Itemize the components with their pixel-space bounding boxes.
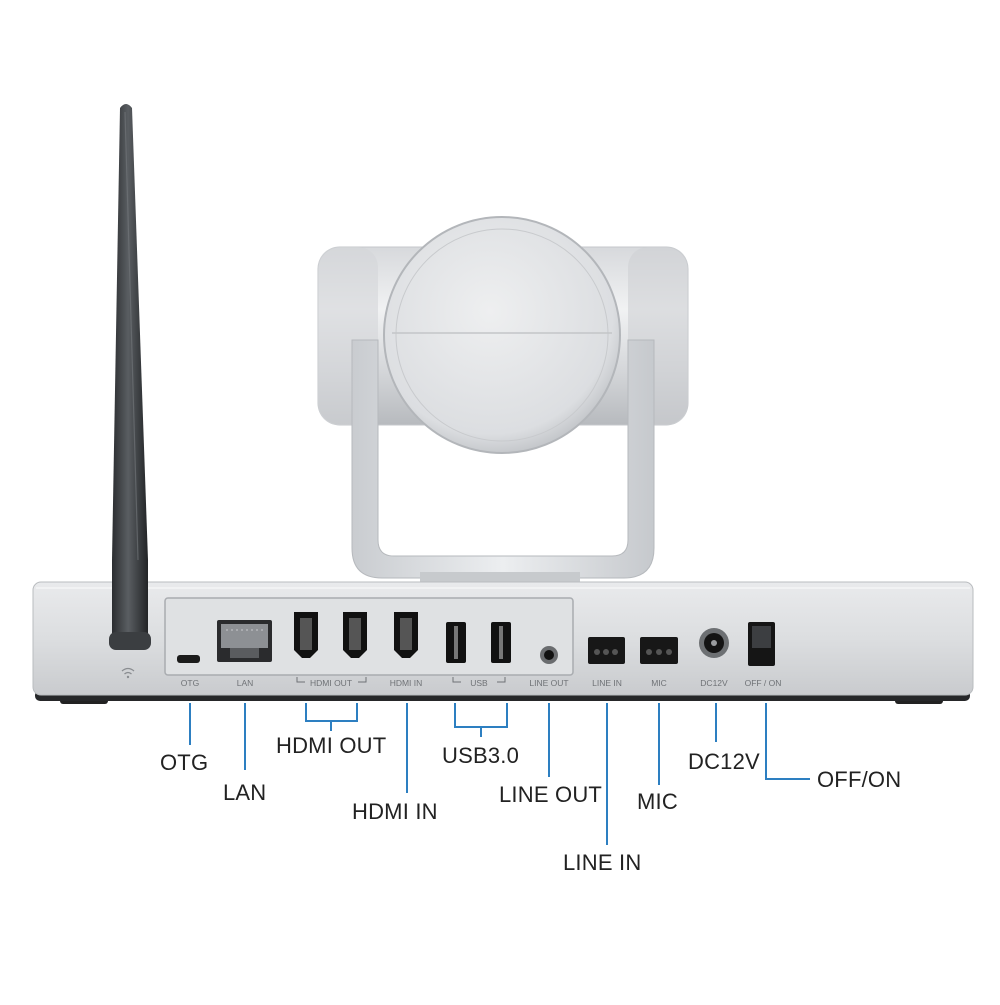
power-switch: [748, 622, 775, 666]
hdmi-out-port-2: [343, 612, 367, 658]
panel-label-off-on: OFF / ON: [745, 678, 782, 688]
panel-label-otg: OTG: [181, 678, 199, 688]
panel-label-hdmi-out: HDMI OUT: [310, 678, 352, 688]
panel-label-mic: MIC: [651, 678, 667, 688]
callout-line-out: LINE OUT: [499, 782, 603, 807]
base-unit: [32, 581, 974, 704]
hdmi-in-port: [394, 612, 418, 658]
panel-label-dc12v: DC12V: [700, 678, 728, 688]
panel-brackets: [296, 677, 506, 683]
panel-silkscreen: OTG LAN HDMI OUT HDMI IN USB LINE OUT LI…: [181, 678, 782, 688]
line-out-jack: [540, 646, 558, 664]
callout-line-in: LINE IN: [563, 850, 642, 875]
usb-port-2: [491, 622, 511, 663]
leader-line-off-on: [765, 703, 810, 780]
line-in-terminal: [588, 637, 625, 664]
callout-hdmi-in: HDMI IN: [352, 799, 438, 824]
callout-lan: LAN: [223, 780, 267, 805]
otg-port: [177, 655, 200, 663]
callout-usb3: USB3.0: [442, 743, 520, 768]
leader-lines: [189, 703, 810, 845]
antenna: [109, 104, 151, 650]
panel-label-lan: LAN: [237, 678, 254, 688]
hdmi-out-port-1: [294, 612, 318, 658]
lan-port: [217, 620, 272, 662]
panel-label-line-in: LINE IN: [592, 678, 622, 688]
panel-label-usb: USB: [470, 678, 488, 688]
wifi-icon: [121, 667, 135, 679]
mic-terminal: [640, 637, 678, 664]
callout-off-on: OFF/ON: [817, 767, 902, 792]
callout-hdmi-out: HDMI OUT: [276, 733, 387, 758]
ports: [177, 612, 775, 666]
callout-otg: OTG: [160, 750, 209, 775]
camera-yoke: [351, 339, 655, 579]
leader-line-hdmi-out: [305, 703, 358, 731]
usb-port-1: [446, 622, 466, 663]
leader-line-usb3: [454, 703, 508, 737]
camera-head: [317, 216, 689, 586]
panel-label-hdmi-in: HDMI IN: [390, 678, 423, 688]
panel-label-line-out: LINE OUT: [529, 678, 568, 688]
callout-dc12v: DC12V: [688, 749, 760, 774]
camera-disc: [383, 216, 621, 454]
callout-mic: MIC: [637, 789, 678, 814]
dc12v-jack: [699, 628, 729, 658]
